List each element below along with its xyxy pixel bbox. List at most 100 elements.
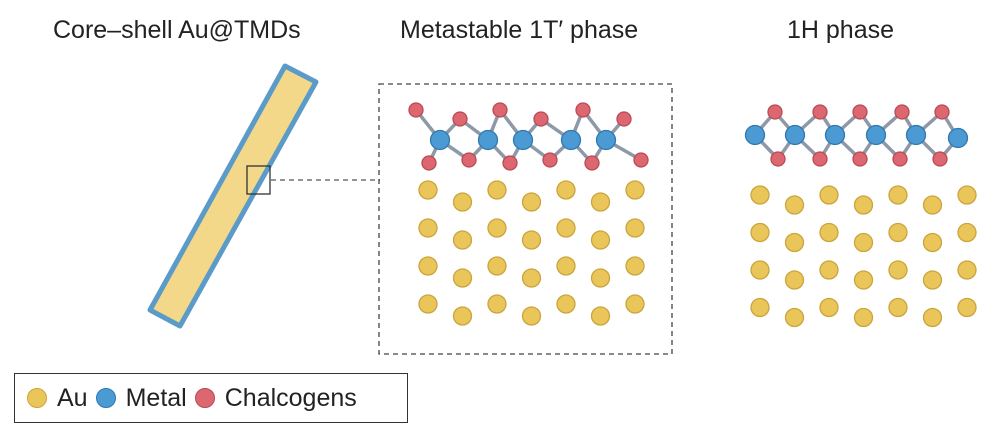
- au-atom: [556, 218, 576, 238]
- chalcogen-atom: [770, 151, 786, 167]
- chalcogen-atom: [892, 151, 908, 167]
- au-atom: [625, 294, 645, 314]
- legend-label-au: Au: [57, 383, 88, 412]
- metal-atom: [595, 129, 617, 151]
- au-atom: [784, 232, 805, 253]
- title-1h-phase: 1H phase: [787, 16, 895, 44]
- au-atom: [452, 230, 473, 250]
- chalcogen-atom: [894, 104, 910, 120]
- metal-atom: [744, 124, 766, 146]
- au-atom: [853, 307, 874, 328]
- chalcogen-atom: [542, 152, 558, 168]
- au-atom: [452, 268, 473, 288]
- au-atom: [922, 195, 943, 215]
- nanorod: [147, 63, 319, 329]
- chalcogen-atom: [575, 102, 591, 118]
- metal-atom: [560, 129, 582, 151]
- legend-label-chalcogens: Chalcogens: [224, 383, 357, 412]
- au-atom: [487, 218, 507, 238]
- au-atom: [819, 185, 839, 205]
- legend-swatch-au: [27, 388, 47, 408]
- title-core-shell: Core–shell Au@TMDs: [53, 16, 301, 44]
- au-atom: [853, 195, 874, 215]
- au-atom: [888, 222, 908, 243]
- au-atom: [750, 297, 770, 318]
- chalcogen-atom: [812, 151, 828, 167]
- au-atom: [625, 180, 645, 200]
- legend-item-au: Au: [27, 384, 88, 413]
- au-atom: [957, 297, 977, 318]
- chalcogen-atom: [633, 152, 649, 168]
- au-atom: [625, 218, 645, 238]
- au-atom: [853, 232, 874, 253]
- au-atom: [452, 192, 473, 212]
- au-atom: [590, 306, 611, 326]
- metal-atom: [477, 129, 499, 151]
- au-atom: [957, 222, 977, 243]
- au-atom: [819, 222, 839, 243]
- au-atom: [888, 297, 908, 318]
- diagram-canvas: [147, 63, 977, 355]
- au-atom: [888, 260, 908, 280]
- au-atom: [957, 185, 977, 205]
- chalcogen-atom: [461, 152, 477, 168]
- metal-atom: [824, 124, 846, 146]
- au-atom: [521, 306, 542, 326]
- chalcogen-atom: [934, 104, 950, 120]
- chalcogen-atom: [533, 111, 549, 127]
- chalcogen-atom: [616, 111, 632, 127]
- metal-atom: [784, 124, 806, 146]
- zoom-frame: [378, 83, 673, 355]
- au-atom: [922, 307, 943, 328]
- chalcogen-atom: [421, 155, 437, 171]
- au-atom: [521, 230, 542, 250]
- au-atom: [418, 218, 438, 238]
- au-atom: [556, 180, 576, 200]
- au-atom: [418, 256, 438, 276]
- legend-swatch-chalcogens: [194, 388, 215, 408]
- au-atom: [819, 260, 839, 280]
- metal-atom: [865, 124, 887, 146]
- au-atom: [888, 185, 908, 205]
- au-atom: [819, 297, 839, 318]
- au-atom: [521, 268, 542, 288]
- au-atom: [487, 180, 507, 200]
- chalcogen-atom: [812, 104, 828, 120]
- au-atom: [784, 270, 805, 290]
- zoom-region-box: [246, 165, 271, 195]
- panel-1h-lattice: [744, 104, 977, 328]
- panel-1t-prime-lattice: [408, 102, 649, 326]
- au-atom: [556, 256, 576, 276]
- au-atom: [922, 232, 943, 253]
- au-atom: [625, 256, 645, 276]
- chalcogen-atom: [584, 155, 600, 171]
- au-atom: [590, 230, 611, 250]
- au-atom: [750, 185, 770, 205]
- chalcogen-atom: [852, 104, 868, 120]
- legend-label-metal: Metal: [125, 383, 187, 412]
- chalcogen-atom: [767, 104, 783, 120]
- au-atom: [750, 260, 770, 280]
- au-atom: [590, 268, 611, 288]
- chalcogen-atom: [852, 151, 868, 167]
- legend-item-chalcogens: Chalcogens: [194, 383, 357, 413]
- au-atom: [487, 256, 507, 276]
- metal-atom: [429, 129, 451, 151]
- au-atom: [452, 306, 473, 326]
- chalcogen-atom: [502, 155, 518, 171]
- au-atom: [487, 294, 507, 314]
- title-metastable-phase: Metastable 1T′ phase: [400, 16, 639, 44]
- au-atom: [853, 270, 874, 290]
- au-atom: [784, 195, 805, 215]
- au-atom: [590, 192, 611, 212]
- au-atom: [784, 307, 805, 328]
- au-atom: [556, 294, 576, 314]
- au-atom: [418, 180, 438, 200]
- metal-atom: [512, 129, 534, 151]
- legend: Au Metal Chalcogens: [14, 373, 408, 423]
- chalcogen-atom: [492, 102, 508, 118]
- au-atom: [957, 260, 977, 280]
- chalcogen-atom: [408, 102, 424, 118]
- au-atom: [521, 192, 542, 212]
- au-atom: [750, 222, 770, 243]
